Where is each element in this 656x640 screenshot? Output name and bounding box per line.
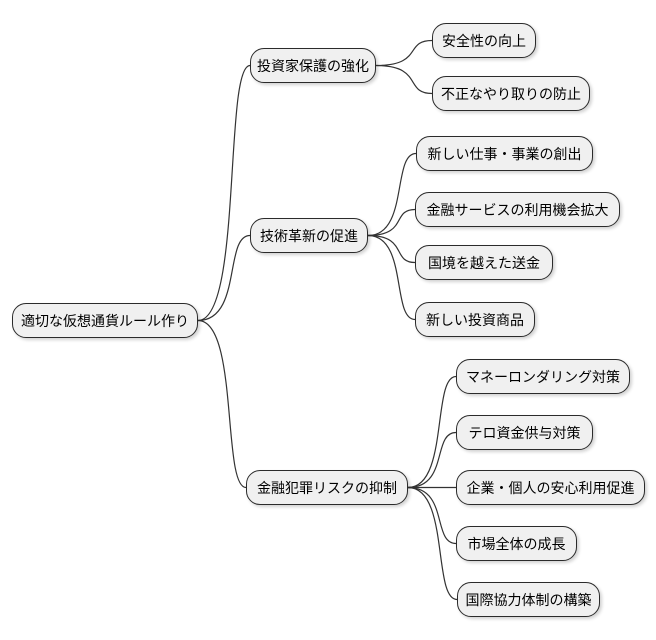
mindmap-node-root-0-0: 安全性の向上: [432, 23, 536, 58]
mindmap-node-root-2-1: テロ資金供与対策: [456, 415, 593, 450]
mindmap-node-root-2-2: 企業・個人の安心利用促進: [456, 470, 645, 505]
mindmap-node-root-2-4: 国際協力体制の構築: [457, 582, 600, 617]
mindmap-edge: [375, 64, 433, 95]
mindmap-edge: [407, 431, 457, 489]
mindmap-edge: [407, 486, 458, 601]
mindmap-node-root-0-1: 不正なやり取りの防止: [432, 76, 590, 111]
mindmap-edge: [367, 152, 417, 237]
mindmap-node-root: 適切な仮想通貨ルール作り: [12, 303, 198, 338]
mindmap-node-root-1-3: 新しい投資商品: [415, 302, 535, 337]
mindmap-node-root-2-3: 市場全体の成長: [456, 526, 577, 561]
mindmap-node-root-2-0: マネーロンダリング対策: [456, 359, 630, 394]
mindmap-edge: [197, 319, 247, 489]
mindmap-node-root-1-2: 国境を越えた送金: [415, 245, 553, 280]
mindmap-node-root-1: 技術革新の促進: [250, 218, 368, 253]
mindmap-edge: [367, 234, 416, 264]
mindmap-edge: [197, 234, 251, 322]
mindmap-edge: [407, 375, 457, 489]
mindmap-node-root-2: 金融犯罪リスクの抑制: [246, 470, 408, 505]
mindmap-edge: [197, 64, 251, 322]
mindmap-edge: [375, 39, 433, 67]
mindmap-edge: [367, 208, 416, 237]
mindmap-node-root-0: 投資家保護の強化: [250, 48, 376, 83]
mindmap-node-root-1-1: 金融サービスの利用機会拡大: [415, 192, 620, 227]
mindmap-node-root-1-0: 新しい仕事・事業の創出: [416, 136, 593, 171]
mindmap-edge: [367, 234, 416, 321]
mindmap-edge: [407, 486, 457, 545]
